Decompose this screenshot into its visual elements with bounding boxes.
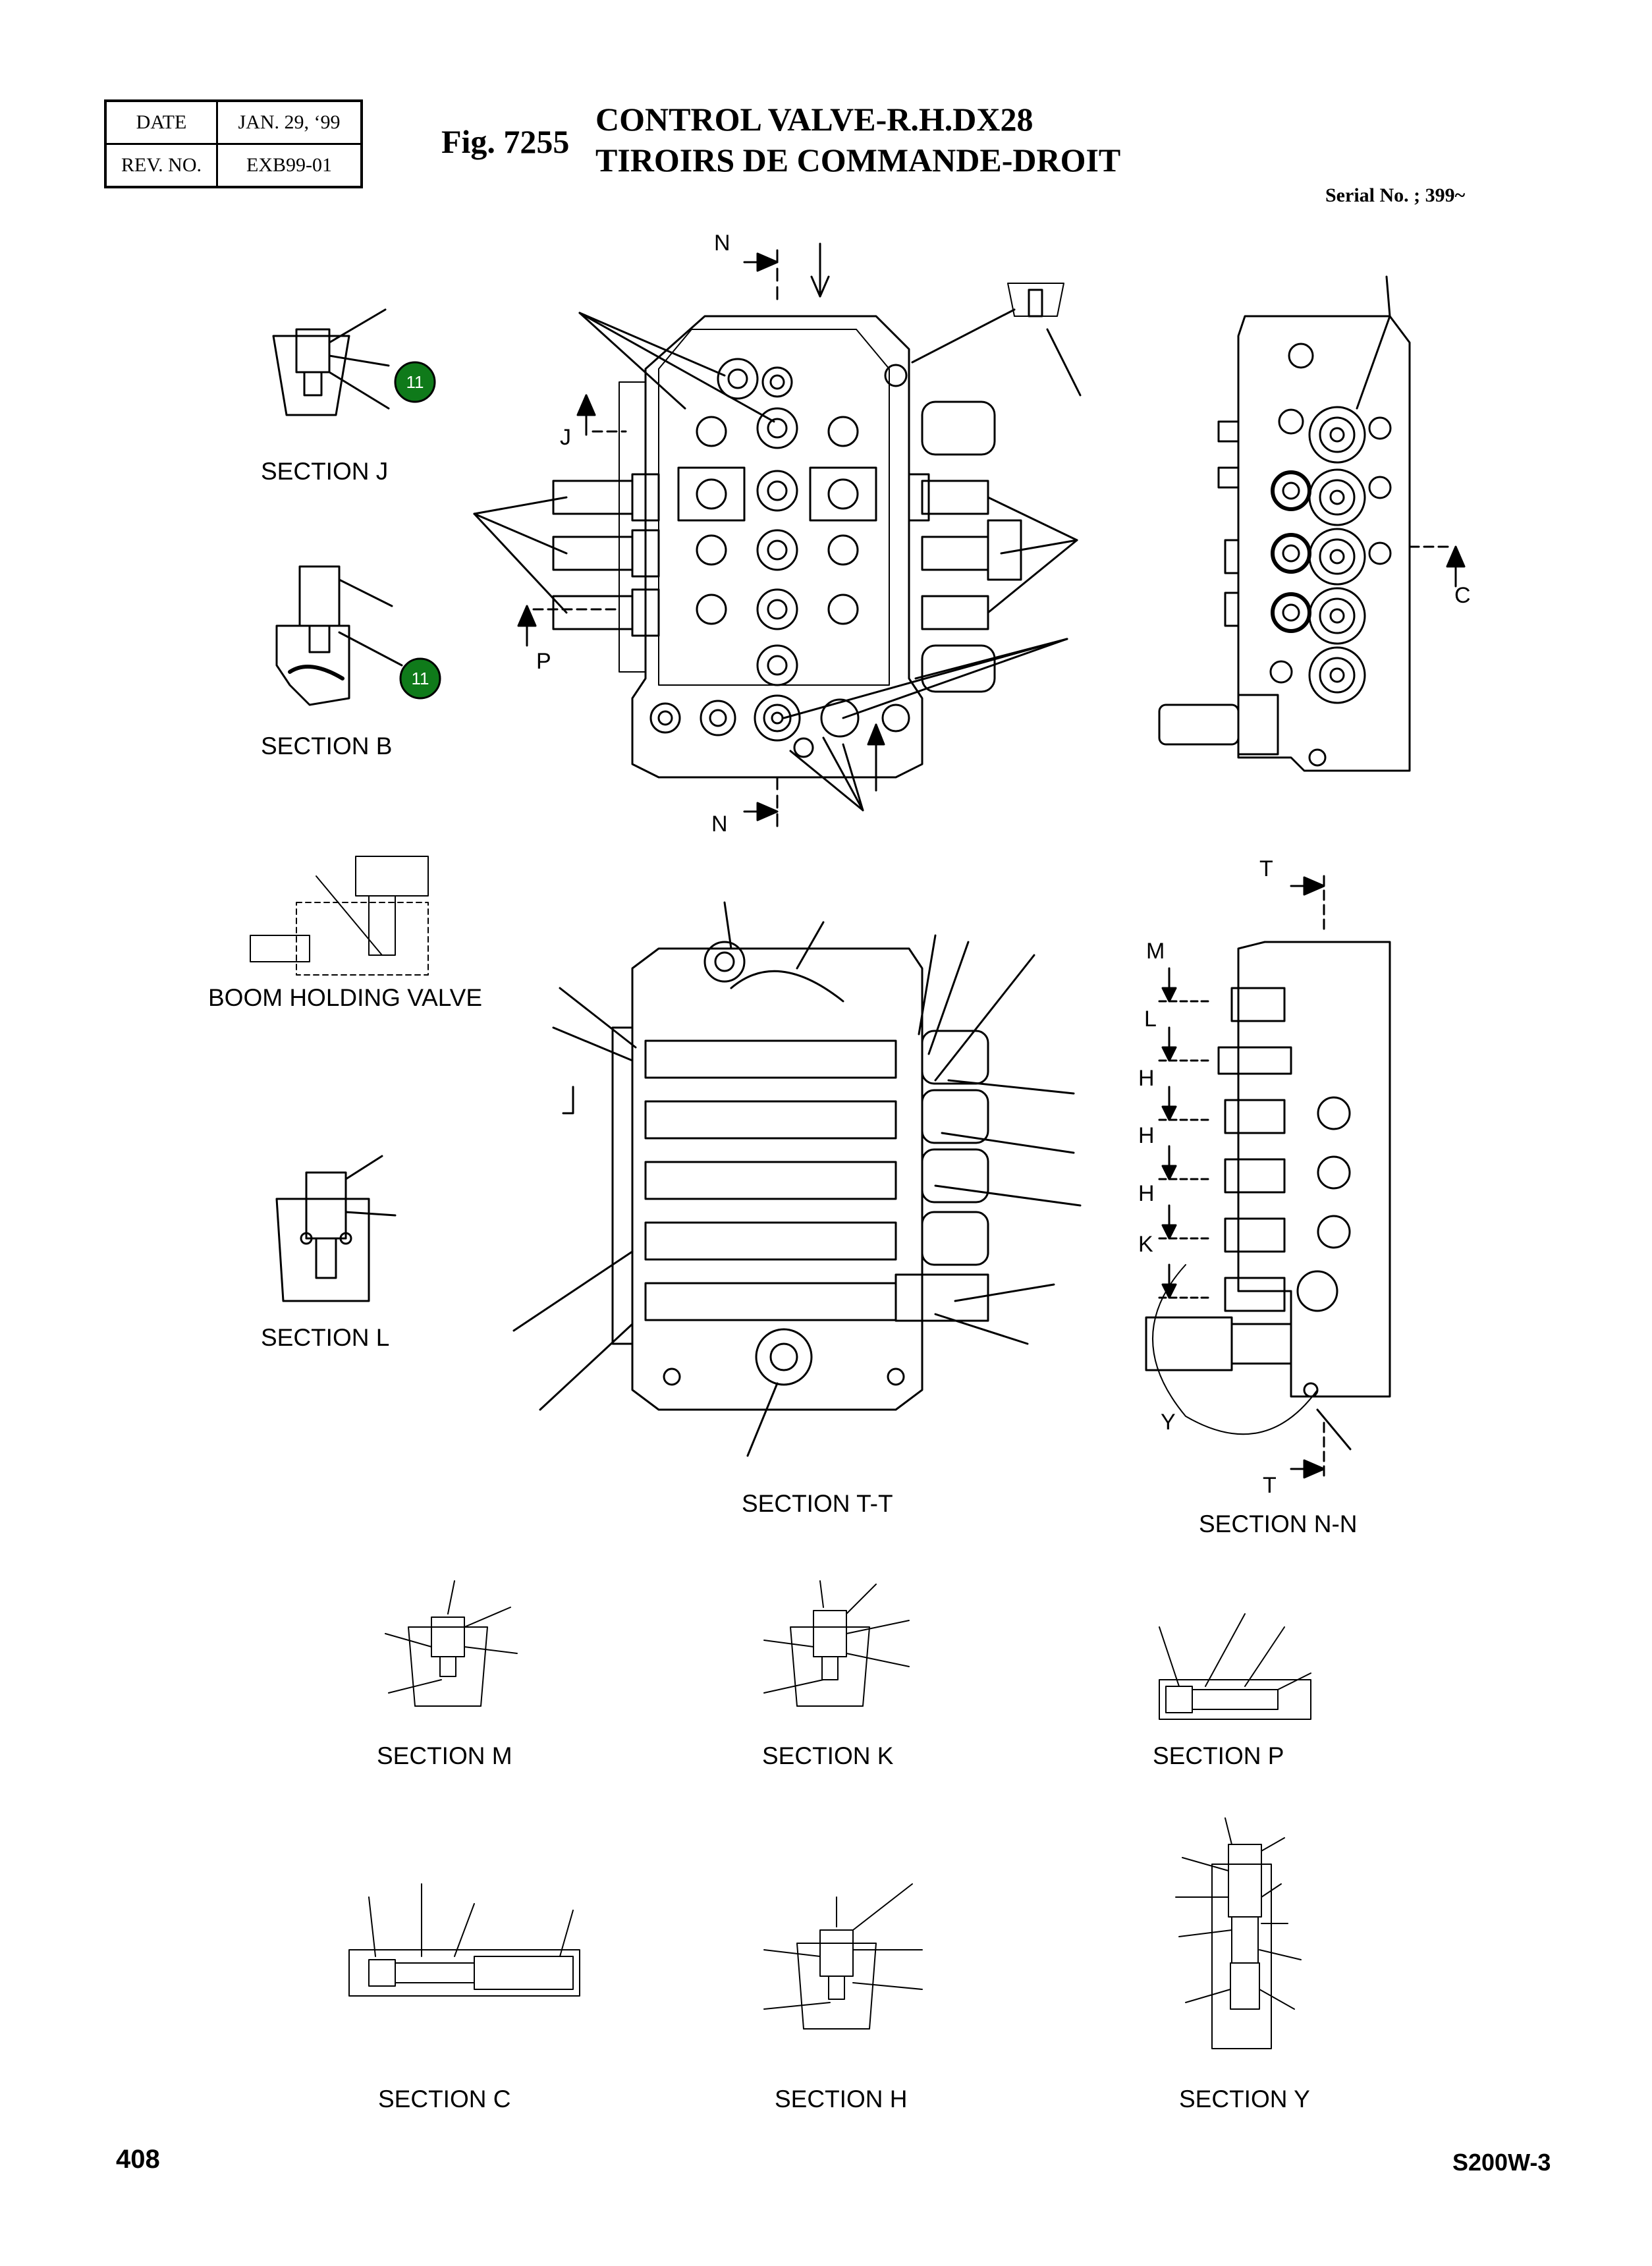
section-nn-label: SECTION N-N [1199,1510,1358,1537]
callout-m: M [1146,939,1165,964]
section-j-label: SECTION J [261,458,389,485]
section-tt-label: SECTION T-T [742,1490,893,1517]
callout-h1: H [1138,1066,1155,1091]
section-c-label: SECTION C [378,2086,511,2113]
date-label: DATE [104,99,218,145]
callout-j: J [560,425,571,450]
section-k-drawing [763,1580,910,1707]
section-b-drawing: 11 [275,565,441,706]
callout-h2: H [1138,1123,1155,1148]
figure-number: Fig. 7255 [441,123,570,160]
section-p-drawing [1159,1613,1311,1720]
section-tt-drawing [512,901,1082,1457]
figure-title-en: CONTROL VALVE-R.H.DX28 [595,101,1033,138]
figure-title-fr: TIROIRS DE COMMANDE-DROIT [595,142,1121,179]
model-code: S200W-3 [1452,2149,1551,2176]
callout-n-top: N [714,231,730,256]
callout-l: L [1144,1007,1157,1032]
section-h-label: SECTION H [775,2086,908,2113]
control-valve-side-view [1158,275,1466,772]
section-nn-drawing [1145,875,1391,1479]
section-b-label: SECTION B [261,732,393,760]
callout-p: P [536,649,551,674]
page-number: 408 [116,2145,160,2174]
serial-number: Serial No. ; 399~ [1325,184,1466,206]
callout-t-top: T [1259,856,1273,881]
control-valve-front-view [473,242,1082,831]
boom-holding-valve-label: BOOM HOLDING VALVE [208,984,482,1011]
section-y-drawing [1175,1817,1302,2049]
callout-h3: H [1138,1181,1155,1206]
date-value: JAN. 29, ‘99 [216,99,363,145]
section-h-drawing [763,1883,923,2030]
section-c-drawing [348,1883,580,1997]
callout-n-bottom: N [711,812,728,837]
revision-table: DATE JAN. 29, ‘99 REV. NO. EXB99-01 [104,99,363,188]
callout-y: Y [1161,1410,1176,1435]
badge-j: 11 [406,372,424,392]
callout-c: C [1454,583,1471,608]
section-m-drawing [385,1580,518,1707]
section-j-drawing: 11 [272,308,436,416]
boom-holding-valve-drawing [250,856,429,976]
section-l-label: SECTION L [261,1324,390,1351]
rev-value: EXB99-01 [216,143,363,188]
section-p-label: SECTION P [1153,1742,1284,1769]
section-k-label: SECTION K [762,1742,894,1769]
section-y-label: SECTION Y [1179,2086,1310,2113]
callout-k: K [1138,1232,1153,1257]
section-l-drawing [275,1155,397,1302]
callout-t-bottom: T [1263,1473,1277,1498]
section-m-label: SECTION M [377,1742,512,1769]
rev-label: REV. NO. [104,143,218,188]
badge-b: 11 [412,669,429,688]
